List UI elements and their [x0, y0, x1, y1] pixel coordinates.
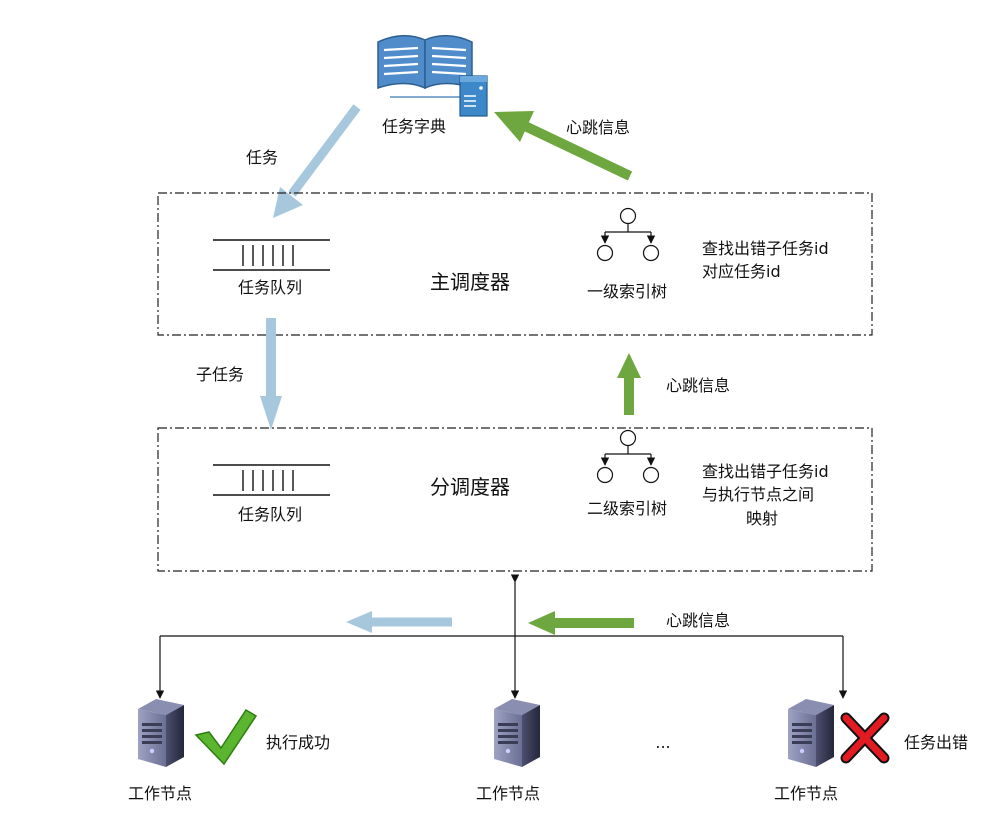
heartbeat-arrow-bottom	[528, 611, 634, 635]
sub-note-line-2: 与执行节点之间	[702, 485, 814, 504]
task-arrow	[273, 104, 361, 218]
task-dictionary-icon	[377, 35, 488, 117]
task-arrow-label: 任务	[246, 148, 278, 167]
heartbeat-arrow-mid	[617, 353, 641, 415]
main-note-line-1: 查找出错子任务id	[702, 239, 829, 258]
node-ellipsis: ...	[655, 733, 670, 752]
secondary-tree-label: 二级索引树	[587, 499, 667, 518]
main-scheduler-title: 主调度器	[430, 270, 510, 294]
subtask-arrow	[260, 318, 282, 430]
heartbeat-mid-label: 心跳信息	[666, 376, 730, 395]
heartbeat-top-label: 心跳信息	[566, 118, 630, 137]
primary-index-tree-icon	[596, 207, 660, 262]
worker-node-3-status: 任务出错	[904, 733, 968, 752]
main-task-queue-icon	[213, 239, 330, 271]
heartbeat-arrow-top	[494, 111, 633, 181]
worker-node-2-server-icon	[494, 699, 540, 767]
worker-node-1-label: 工作节点	[128, 784, 192, 803]
main-scheduler-box	[157, 192, 873, 336]
subtask-arrow-label: 子任务	[196, 365, 244, 384]
main-note-line-2: 对应任务id	[702, 262, 781, 281]
primary-tree-label: 一级索引树	[587, 282, 667, 301]
secondary-index-tree-icon	[596, 429, 660, 484]
sub-task-queue-icon	[213, 464, 330, 496]
worker-node-3-label: 工作节点	[774, 784, 838, 803]
sub-scheduler-title: 分调度器	[430, 475, 510, 499]
sub-queue-label: 任务队列	[238, 505, 302, 524]
dispatch-arrow	[346, 611, 452, 633]
success-check-icon	[194, 708, 258, 766]
worker-node-3-server-icon	[788, 699, 834, 767]
node-connector-lines	[155, 574, 848, 699]
main-queue-label: 任务队列	[238, 278, 302, 297]
worker-node-2-label: 工作节点	[476, 784, 540, 803]
error-cross-icon	[840, 712, 890, 764]
sub-scheduler-box	[157, 427, 873, 572]
sub-note-line-3: 映射	[746, 509, 778, 528]
worker-node-1-status: 执行成功	[266, 733, 330, 752]
task-dictionary-label: 任务字典	[382, 117, 446, 136]
sub-note-line-1: 查找出错子任务id	[702, 462, 829, 481]
heartbeat-bottom-label: 心跳信息	[666, 611, 730, 630]
worker-node-1-server-icon	[138, 699, 184, 767]
